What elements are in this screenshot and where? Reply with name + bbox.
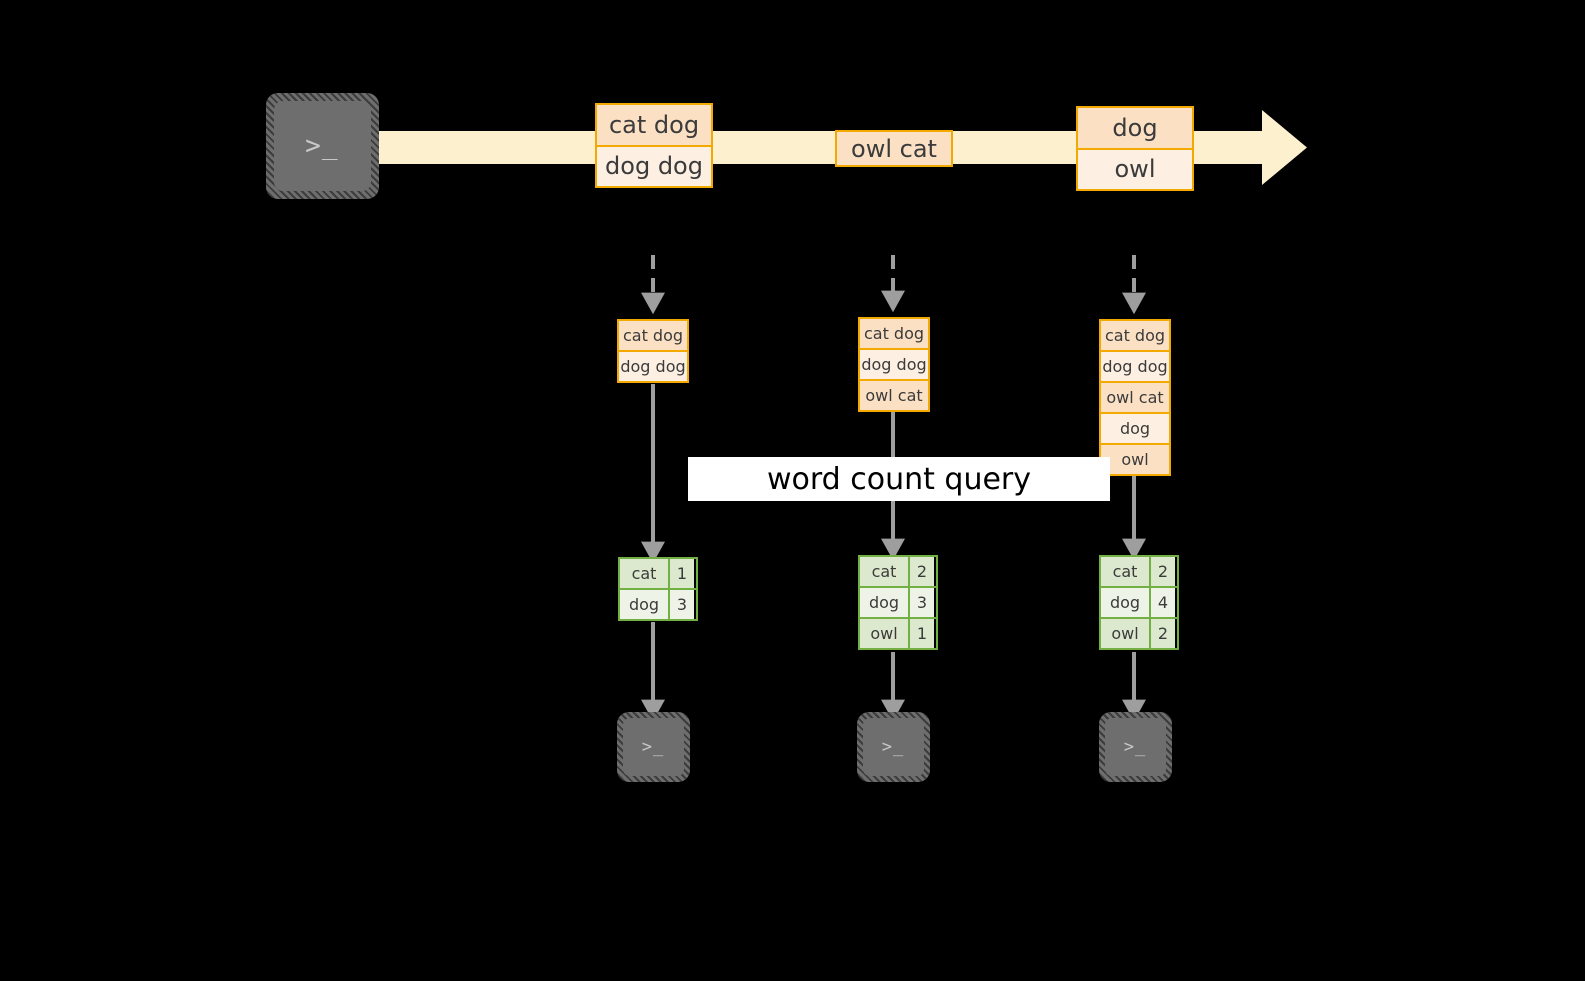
count-word: cat	[620, 559, 668, 588]
buffer-stack-t2[interactable]: cat dog dog dog owl cat	[858, 317, 930, 412]
count-value: 4	[1149, 588, 1175, 617]
buffer-line: dog dog	[1101, 350, 1169, 381]
stream-message-2[interactable]: owl cat	[835, 130, 953, 167]
count-value: 2	[1149, 557, 1175, 586]
buffer-line: dog dog	[860, 348, 928, 379]
buffer-line: cat dog	[1101, 321, 1169, 350]
stream-message-line: owl	[1078, 147, 1192, 189]
stream-message-line: dog	[1078, 108, 1192, 148]
count-word: dog	[1101, 588, 1149, 617]
buffer-line: owl	[1101, 443, 1169, 474]
buffer-line: dog	[1101, 412, 1169, 443]
buffer-line: cat dog	[860, 319, 928, 348]
table-row: cat 2	[1101, 557, 1177, 586]
count-value: 3	[668, 590, 694, 619]
buffer-line: owl cat	[1101, 381, 1169, 412]
terminal-inner	[274, 101, 371, 191]
table-row: dog 3	[620, 588, 696, 619]
count-value: 2	[908, 557, 934, 586]
buffer-line: owl cat	[860, 379, 928, 410]
table-row: cat 1	[620, 559, 696, 588]
count-word: cat	[1101, 557, 1149, 586]
stream-message-line: cat dog	[597, 105, 711, 145]
count-table-t1[interactable]: cat 1 dog 3	[618, 557, 698, 621]
count-value: 1	[908, 619, 934, 648]
sink-terminal-t3[interactable]: >_	[1099, 712, 1172, 782]
query-label: word count query	[688, 457, 1110, 501]
count-word: owl	[1101, 619, 1149, 648]
table-row: cat 2	[860, 557, 936, 586]
terminal-prompt-glyph: >_	[305, 131, 339, 161]
count-word: cat	[860, 557, 908, 586]
buffer-line: cat dog	[619, 321, 687, 350]
sink-terminal-t2[interactable]: >_	[857, 712, 930, 782]
stream-message-1[interactable]: cat dog dog dog	[595, 103, 713, 188]
source-terminal[interactable]: >_	[266, 93, 379, 199]
sink-terminal-t1[interactable]: >_	[617, 712, 690, 782]
table-row: owl 1	[860, 617, 936, 648]
table-row: owl 2	[1101, 617, 1177, 648]
dashed-feeds	[641, 255, 1146, 315]
count-table-t2[interactable]: cat 2 dog 3 owl 1	[858, 555, 938, 650]
count-value: 2	[1149, 619, 1175, 648]
terminal-inner	[863, 718, 924, 776]
count-value: 3	[908, 588, 934, 617]
count-word: owl	[860, 619, 908, 648]
buffer-line: dog dog	[619, 350, 687, 381]
count-word: dog	[620, 590, 668, 619]
count-word: dog	[860, 588, 908, 617]
buffer-stack-t3[interactable]: cat dog dog dog owl cat dog owl	[1099, 319, 1171, 476]
terminal-prompt-glyph: >_	[1123, 737, 1147, 757]
stream-message-line: dog dog	[597, 144, 711, 186]
stream-message-line: owl cat	[837, 132, 951, 165]
count-table-t3[interactable]: cat 2 dog 4 owl 2	[1099, 555, 1179, 650]
stream-message-3[interactable]: dog owl	[1076, 106, 1194, 191]
terminal-prompt-glyph: >_	[881, 737, 905, 757]
terminal-prompt-glyph: >_	[641, 737, 665, 757]
terminal-inner	[623, 718, 684, 776]
table-row: dog 3	[860, 586, 936, 617]
terminal-inner	[1105, 718, 1166, 776]
buffer-stack-t1[interactable]: cat dog dog dog	[617, 319, 689, 383]
count-value: 1	[668, 559, 694, 588]
table-row: dog 4	[1101, 586, 1177, 617]
